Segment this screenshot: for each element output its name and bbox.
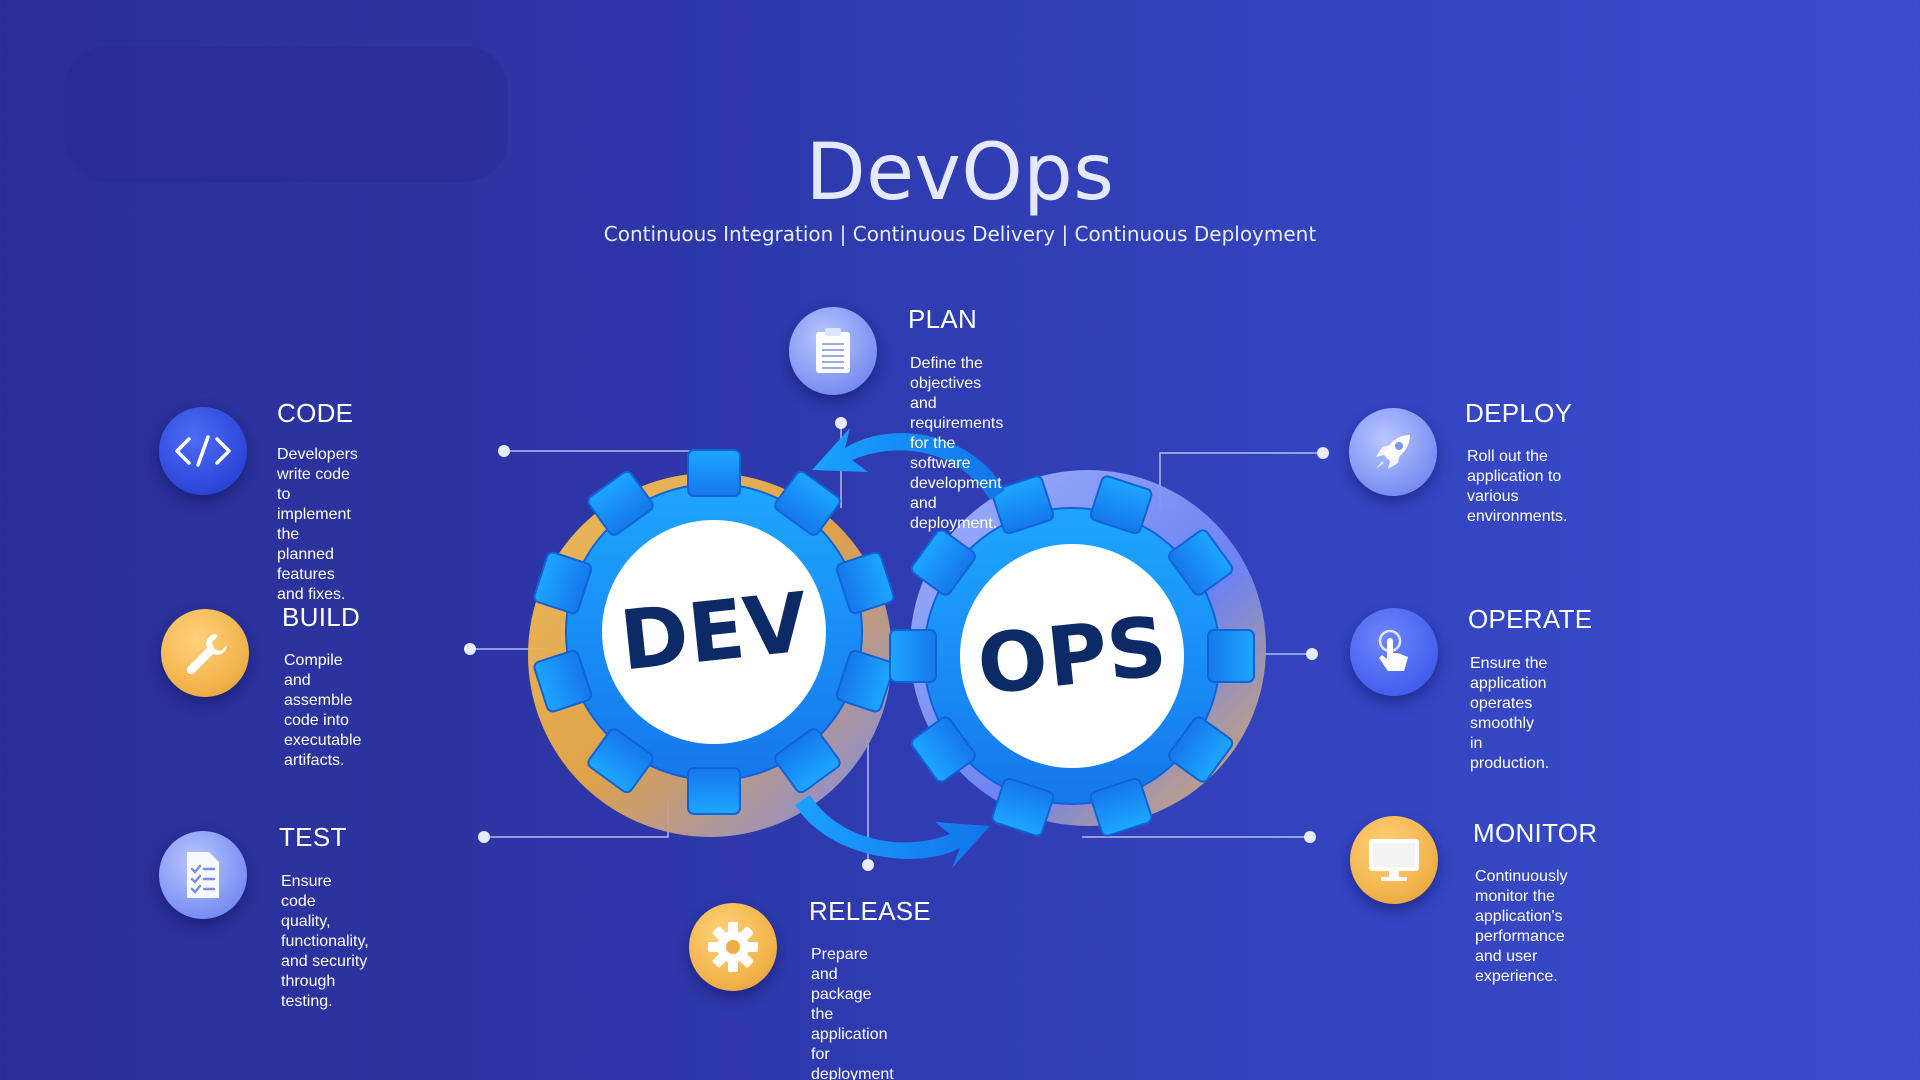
page-title: DevOps xyxy=(805,128,1115,218)
plan-title: PLAN xyxy=(908,304,978,334)
monitor-description: Continuously monitor the application's p… xyxy=(1475,867,1568,987)
dot-build xyxy=(464,643,476,655)
dev-label: DEV xyxy=(616,575,813,689)
deploy-desc-line: Roll out the application to xyxy=(1467,448,1562,485)
rocket-icon xyxy=(1349,408,1437,496)
build-desc-line: code into executable xyxy=(284,712,362,749)
dot-operate xyxy=(1306,648,1318,660)
dot-monitor xyxy=(1304,831,1316,843)
ops-gear xyxy=(889,475,1255,837)
clipboard-icon xyxy=(789,307,877,395)
dot-plan xyxy=(835,417,847,429)
monitor-title: MONITOR xyxy=(1473,818,1598,848)
plan-description: Define the objectives and requirements f… xyxy=(910,354,1003,534)
dev-gear xyxy=(533,449,895,815)
plan-desc-line: for the software development and xyxy=(910,435,1002,512)
top-arrow-icon xyxy=(812,428,1005,500)
connector-dots xyxy=(464,417,1329,871)
ops-label: OPS xyxy=(973,599,1171,713)
deploy-desc-line: various environments. xyxy=(1467,488,1568,525)
dot-deploy xyxy=(1317,447,1329,459)
test-description: Ensure code quality, functionality, and … xyxy=(281,872,369,1012)
test-desc-line: and security through testing. xyxy=(281,953,368,1010)
code-description: Developers write code to implement the p… xyxy=(277,445,358,605)
checklist-icon xyxy=(159,831,247,919)
build-description: Compile and assemble code into executabl… xyxy=(284,651,361,771)
deploy-title: DEPLOY xyxy=(1465,398,1573,428)
connector-code xyxy=(504,450,701,478)
plan-desc-line: deployment. xyxy=(910,515,998,532)
monitor-desc-line: Continuously monitor the application's xyxy=(1475,868,1568,925)
build-desc-line: Compile and assemble xyxy=(284,652,353,709)
code-icon xyxy=(159,407,247,495)
operate-desc-line: smoothly in production. xyxy=(1470,715,1550,772)
operate-title: OPERATE xyxy=(1468,604,1593,634)
page-subtitle: Continuous Integration | Continuous Deli… xyxy=(603,222,1317,246)
release-title: RELEASE xyxy=(809,896,932,926)
code-title: CODE xyxy=(277,398,354,428)
touch-icon xyxy=(1350,608,1438,696)
dot-test xyxy=(478,831,490,843)
operate-desc-line: Ensure the application operates xyxy=(1470,655,1548,712)
dot-code xyxy=(498,445,510,457)
code-desc-line: Developers write code to xyxy=(277,446,358,503)
dot-release xyxy=(862,859,874,871)
gear-icon xyxy=(689,903,777,991)
background-panel xyxy=(64,46,508,182)
deploy-description: Roll out the application to various envi… xyxy=(1467,447,1568,527)
bottom-arrow-icon xyxy=(795,795,990,868)
monitor-desc-line: performance and user experience. xyxy=(1475,928,1565,985)
code-desc-line: implement the planned xyxy=(277,506,351,563)
release-desc-line: application for deployment xyxy=(811,1026,894,1080)
test-desc-line: Ensure code quality, functionality, xyxy=(281,873,369,950)
build-title: BUILD xyxy=(282,602,361,632)
plan-desc-line: Define the objectives and requirements xyxy=(910,355,1004,432)
build-desc-line: artifacts. xyxy=(284,752,345,769)
wrench-icon xyxy=(161,609,249,697)
operate-description: Ensure the application operates smoothly… xyxy=(1470,654,1549,774)
test-title: TEST xyxy=(279,822,347,852)
release-description: Prepare and package the application for … xyxy=(811,945,894,1080)
release-desc-line: Prepare and package the xyxy=(811,946,872,1023)
monitor-icon xyxy=(1350,816,1438,904)
code-desc-line: features and fixes. xyxy=(277,566,346,603)
